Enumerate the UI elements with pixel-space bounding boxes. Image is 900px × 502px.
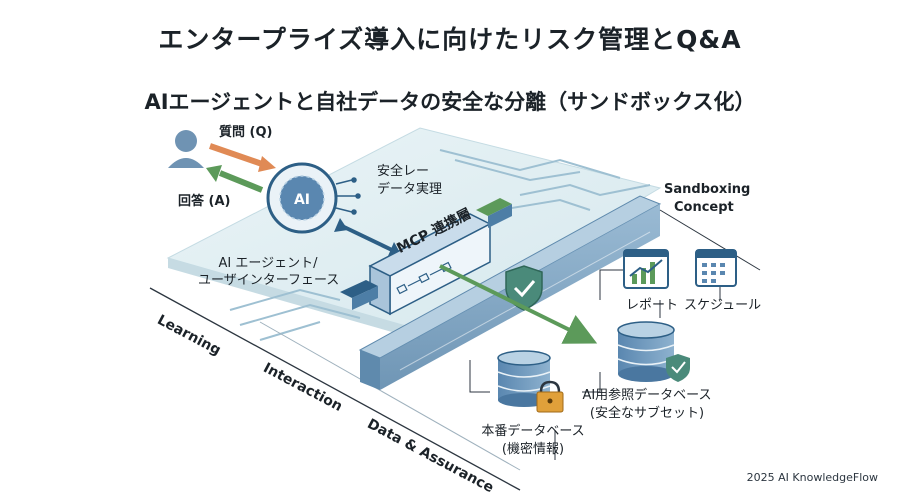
ai-badge-text: AI (294, 192, 310, 208)
right-connectors (469, 209, 761, 460)
question-arrow (209, 143, 276, 172)
report-chart-icon (623, 249, 669, 289)
question-label: 質問 (Q) (219, 125, 273, 140)
sandboxing-label-2: Concept (674, 200, 734, 215)
agent-label-1: AI エージェント/ (218, 256, 318, 271)
circuit-lines (229, 149, 651, 341)
lock-icon (536, 380, 564, 413)
schedule-label: スケジュール (684, 298, 762, 313)
prod-db-label-2: (機密情報) (501, 442, 565, 457)
platform-edge (168, 258, 420, 340)
page-title: エンタープライズ導入に向けたリスク管理とQ&A (158, 25, 742, 54)
connector-right (476, 198, 512, 228)
layer-line-1 (149, 287, 521, 491)
user-icon (168, 130, 204, 168)
page-subtitle: AIエージェントと自社データの安全な分離（サンドボックス化） (144, 90, 756, 114)
ai-brain-icon (266, 162, 361, 234)
report-label: レポート (626, 298, 679, 313)
agent-label-2: ユーザインターフェース (198, 273, 340, 288)
layer-line-2 (259, 321, 521, 471)
mcp-layer-box (368, 213, 492, 316)
ai-reference-database-icon (617, 321, 690, 382)
ai-db-label-1: AI用参照データベース (582, 388, 712, 403)
footer-credit: 2025 AI KnowledgeFlow (746, 471, 878, 484)
connector-left (340, 280, 378, 310)
answer-label: 回答 (A) (178, 194, 231, 209)
ai-db-label-2: (安全なサブセット) (589, 406, 705, 421)
prod-db-label-1: 本番データベース (481, 424, 585, 439)
data-flow-arrow (439, 264, 598, 344)
calendar-icon (695, 249, 737, 287)
shield-icon (505, 265, 543, 311)
sandbox-wall-front (360, 350, 380, 390)
safe-layer-label-1: 安全レー (377, 164, 430, 179)
answer-arrow (206, 165, 264, 193)
sandboxing-label-1: Sandboxing (664, 182, 751, 197)
safe-layer-label-2: データ実理 (377, 182, 443, 197)
